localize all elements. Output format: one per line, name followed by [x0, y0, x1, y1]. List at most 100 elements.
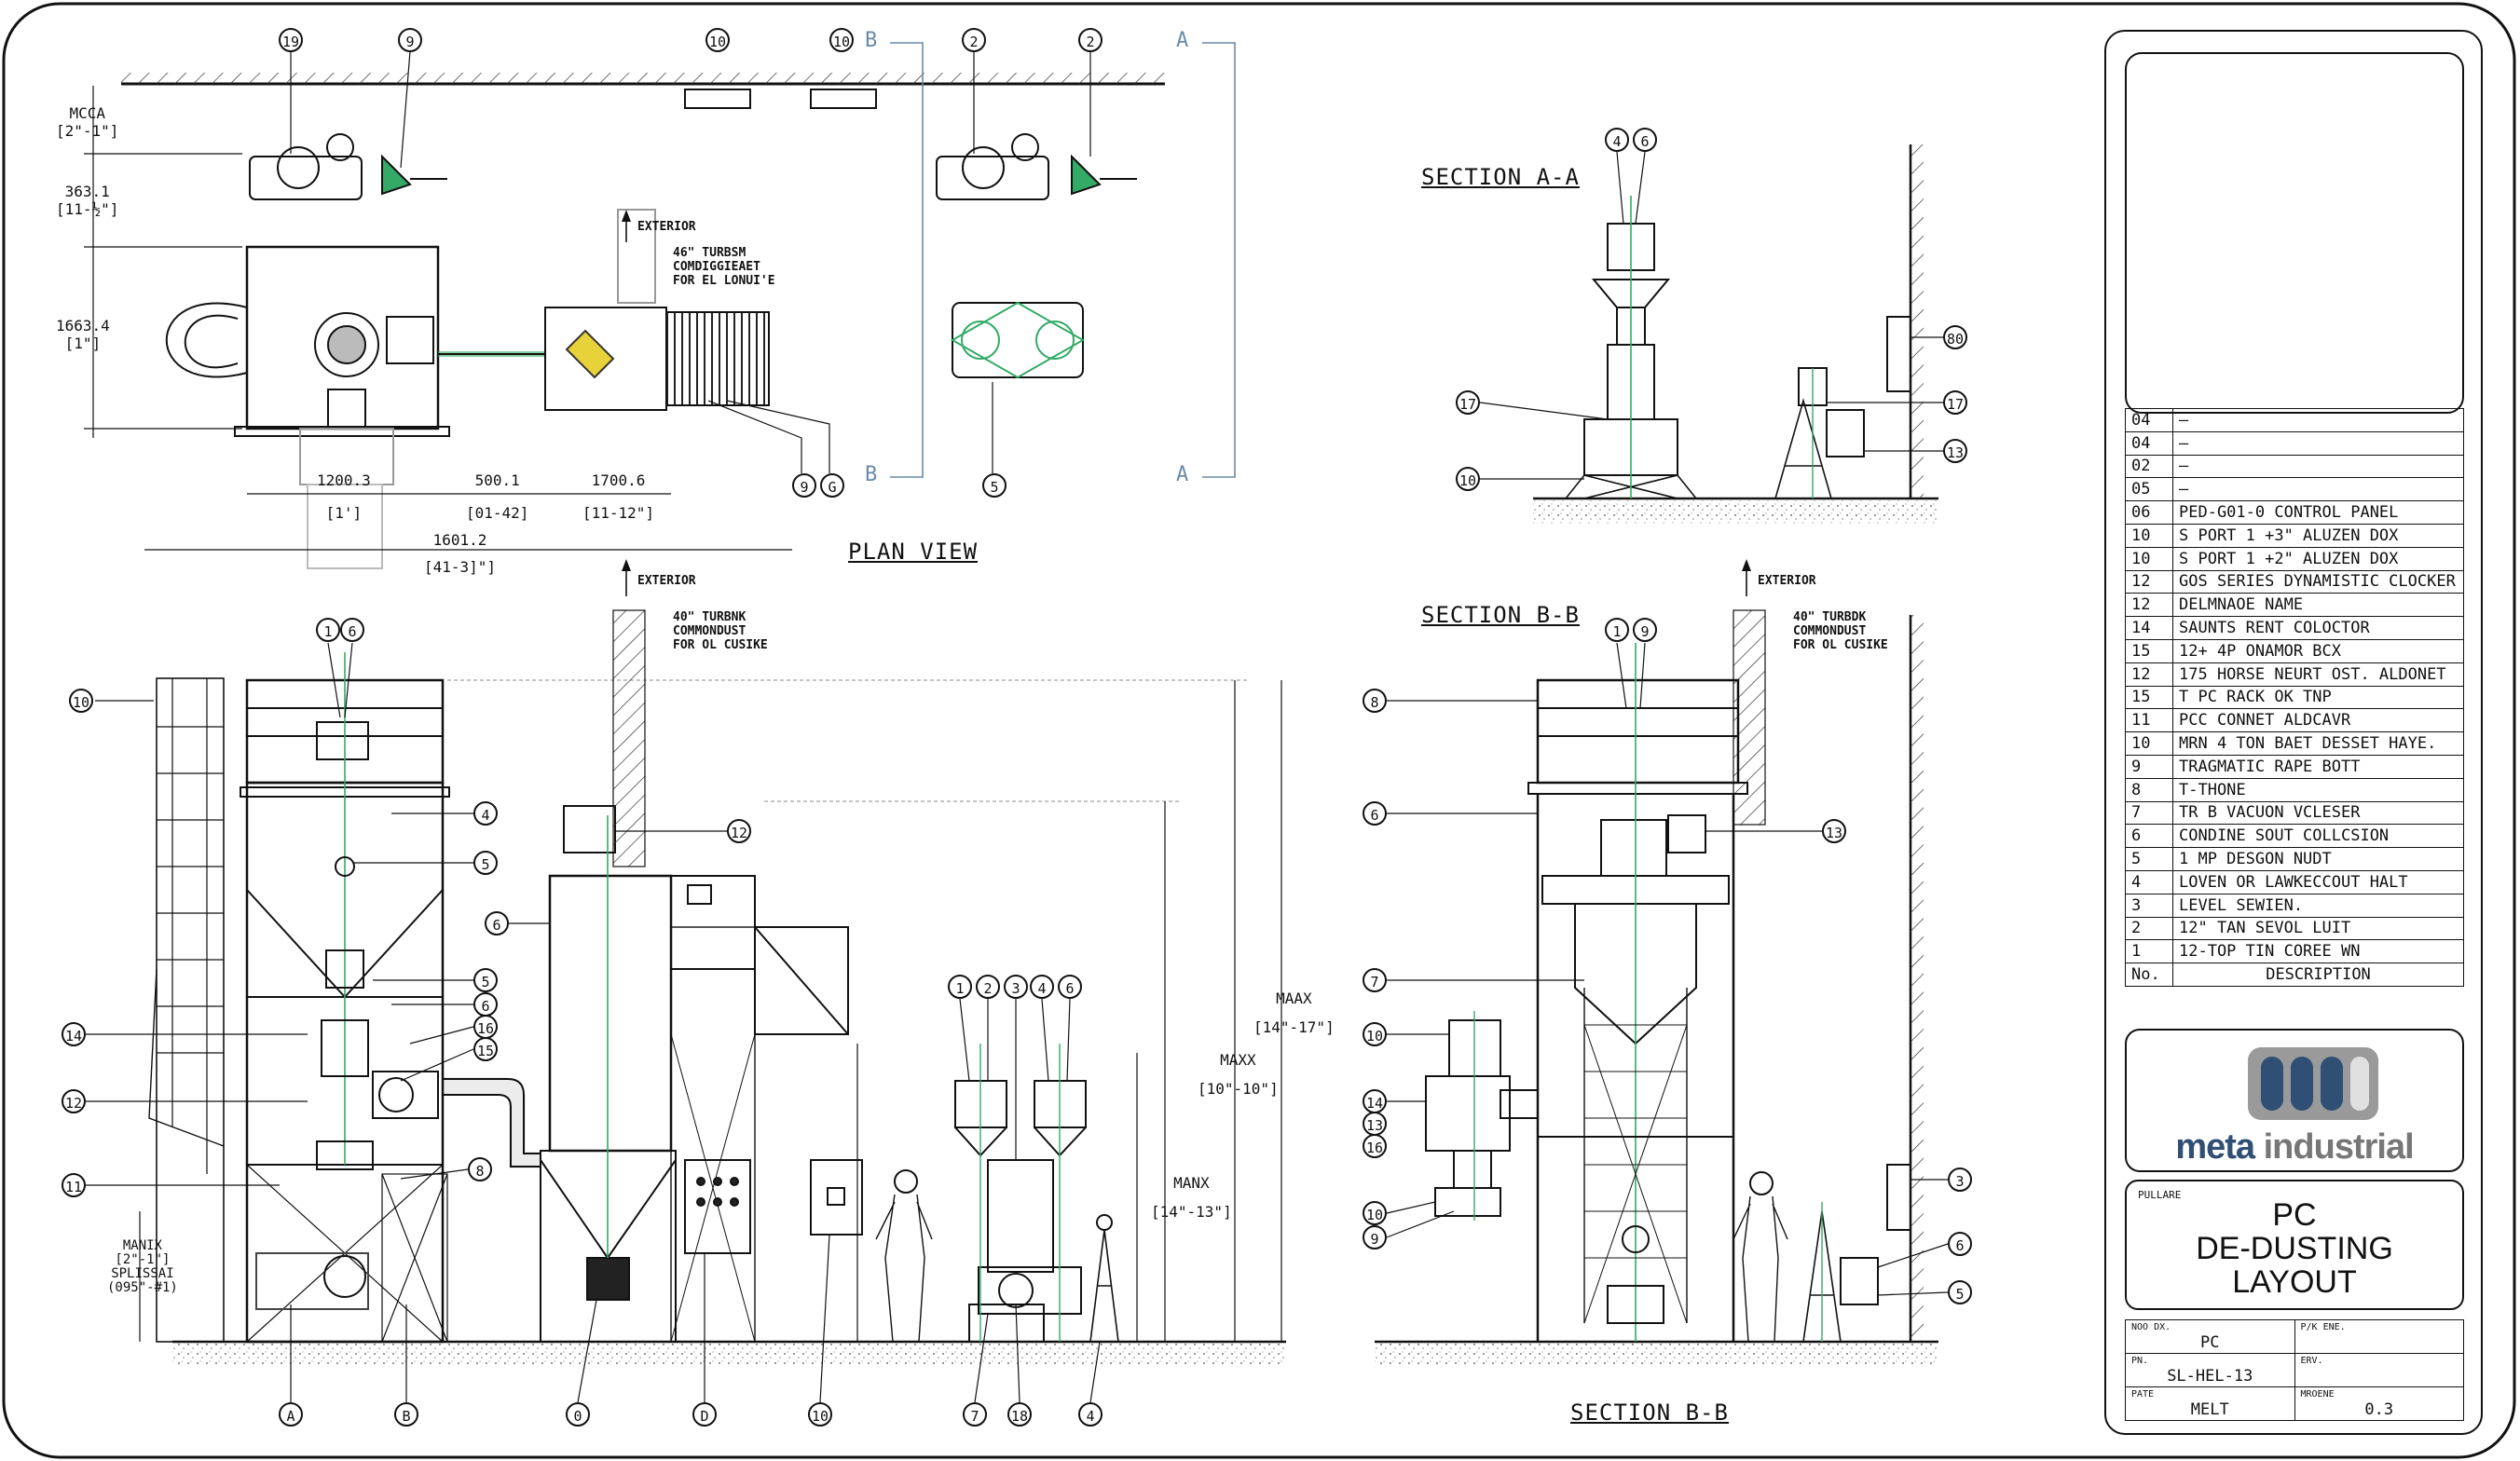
bom-item-no: 5 — [2125, 847, 2173, 871]
bom-item-description: DELMNAOE NAME — [2172, 593, 2464, 618]
balloon-section-aa: 13 — [1943, 439, 1967, 463]
balloon-section-bb: 9 — [1633, 618, 1657, 642]
bom-item-no: 15 — [2125, 638, 2173, 663]
balloon-section-bb: 7 — [1363, 968, 1387, 992]
balloon-section-bb: 14 — [1363, 1089, 1387, 1113]
bom-item-no: 04 — [2125, 408, 2173, 432]
bom-item-description: 1 MP DESGON NUDT — [2172, 847, 2464, 871]
notes-area — [2125, 52, 2464, 414]
balloon-plan: 2 — [1078, 28, 1102, 52]
plan-dim-bottom-3: 1700.6[11-12"] — [582, 471, 655, 522]
front-exterior-label: EXTERIOR — [637, 574, 696, 588]
balloon-front: 6 — [485, 911, 509, 935]
section-marker-b-bottom: B — [865, 463, 878, 486]
bom-row: 02– — [2125, 454, 2464, 479]
bom-item-no: 05 — [2125, 477, 2173, 502]
bom-item-description: – — [2172, 408, 2464, 432]
bom-item-no: 15 — [2125, 685, 2173, 710]
drawing-info-table: NOO DX.PC P/K ENE. PN.SL-HEL-13 ERV. PAT… — [2125, 1319, 2464, 1421]
section-marker-b-top: B — [865, 29, 878, 52]
bom-item-description: T-THONE — [2172, 777, 2464, 802]
bom-item-no: 14 — [2125, 616, 2173, 640]
height-dim-manx: MANX[14"-13"] — [1151, 1174, 1232, 1221]
balloon-section-bb: 16 — [1363, 1134, 1387, 1158]
section-marker-a-top: A — [1176, 29, 1189, 52]
bom-row: 04– — [2125, 430, 2464, 456]
plan-dim-bottom-2: 500.1[01-42] — [466, 471, 529, 522]
balloon-section-bb: 1 — [1605, 618, 1629, 642]
balloon-front: 3 — [1004, 975, 1028, 999]
drawing-linework — [84, 42, 1949, 1403]
balloon-front: 5 — [473, 968, 498, 992]
bom-item-no: 6 — [2125, 824, 2173, 849]
height-dim-maax: MAAX[14"-17"] — [1253, 990, 1335, 1036]
bom-item-no: 12 — [2125, 569, 2173, 594]
bom-item-no: 04 — [2125, 430, 2173, 456]
balloon-section-bb: 10 — [1363, 1201, 1387, 1225]
bom-item-description: T PC RACK OK TNP — [2172, 685, 2464, 710]
balloon-bottom: 7 — [963, 1402, 987, 1427]
bom-item-no: 10 — [2125, 731, 2173, 756]
plan-dim-2: 363.1[11-½"] — [56, 183, 119, 218]
bom-item-no: 10 — [2125, 523, 2173, 548]
balloon-bottom: 0 — [566, 1402, 590, 1427]
balloon-front: 16 — [473, 1015, 498, 1039]
plan-dim-overall: 1601.2[41-3]"] — [424, 531, 497, 576]
bom-item-no: 2 — [2125, 916, 2173, 941]
bom-item-no: 12 — [2125, 662, 2173, 687]
balloon-front: 6 — [340, 618, 364, 642]
balloon-section-aa: 10 — [1456, 467, 1480, 491]
balloon-bottom: 18 — [1007, 1402, 1032, 1427]
bom-item-description: 12" TAN SEVOL LUIT — [2172, 916, 2464, 941]
drawing-title-box: PULLARE PC DE-DUSTING LAYOUT — [2125, 1180, 2464, 1310]
balloon-section-bb: 6 — [1363, 801, 1387, 826]
bom-item-description: 12+ 4P ONAMOR BCX — [2172, 638, 2464, 663]
plan-exterior-label: EXTERIOR — [637, 220, 696, 234]
balloon-plan: 9 — [398, 28, 422, 52]
section-aa-title: SECTION A-A — [1421, 164, 1580, 190]
bom-item-no: 4 — [2125, 869, 2173, 894]
balloon-plan: 5 — [982, 473, 1007, 498]
bom-item-no: 9 — [2125, 754, 2173, 779]
bom-item-no: 7 — [2125, 800, 2173, 826]
bom-item-description: PED-G01-0 CONTROL PANEL — [2172, 500, 2464, 525]
balloon-section-bb: 13 — [1822, 819, 1846, 843]
plan-dim-1: MCCA[2"-1"] — [56, 104, 119, 140]
bom-item-description: S PORT 1 +2" ALUZEN DOX — [2172, 546, 2464, 571]
bom-item-no: 8 — [2125, 777, 2173, 802]
bom-item-description: MRN 4 TON BAET DESSET HAYE. — [2172, 731, 2464, 756]
balloon-section-aa: 4 — [1605, 128, 1629, 152]
company-logo-box: meta industrial — [2125, 1029, 2464, 1172]
bom-header-description: DESCRIPTION — [2172, 963, 2464, 987]
field-pn: PN.SL-HEL-13 — [2125, 1353, 2295, 1387]
balloon-section-bb: 9 — [1363, 1225, 1387, 1249]
balloon-front: 12 — [727, 819, 751, 843]
balloon-plan: G — [820, 473, 844, 498]
section-marker-a-bottom: A — [1176, 463, 1189, 486]
bom-item-no: 10 — [2125, 546, 2173, 571]
bom-header-no: No. — [2125, 963, 2173, 987]
balloon-front: 8 — [468, 1157, 492, 1181]
section-bb-title: SECTION B-B — [1421, 602, 1580, 628]
balloon-bottom: 4 — [1078, 1402, 1102, 1427]
bom-item-description: – — [2172, 477, 2464, 502]
balloon-plan: 10 — [829, 28, 854, 52]
plan-dim-3: 1663.4[1"] — [56, 317, 110, 352]
